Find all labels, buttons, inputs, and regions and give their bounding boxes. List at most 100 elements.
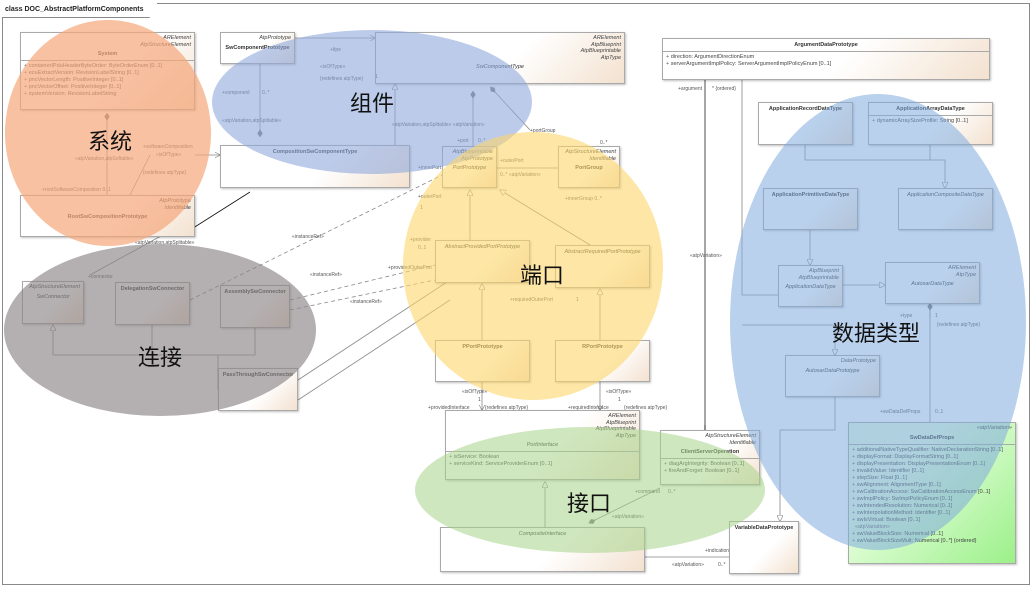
- diagram-frame: [2, 3, 1030, 585]
- association-label: 1: [576, 297, 579, 303]
- association-label: {redefines atpType}: [937, 322, 981, 328]
- association-label: +requiredOuterPort: [510, 297, 553, 303]
- class-name: ApplicationCompositeDataType: [907, 192, 984, 198]
- attribute: swInterpolationMethod: Identifier [0..1]: [852, 510, 1012, 517]
- class-name: RPortPrototype: [582, 344, 623, 350]
- class-name: ClientServerOperation: [680, 449, 740, 455]
- class-name: PortPrototype: [452, 165, 487, 171]
- attribute: swValueBlockSize: Numerical [0..1]: [852, 531, 1012, 538]
- class-attributes: additionalNativeTypeQualifier: NativeDec…: [849, 443, 1015, 547]
- association-label: {redefines atpType}: [624, 405, 668, 411]
- attribute: containerIPduHeaderByteOrder: ByteOrderE…: [24, 63, 191, 70]
- class-composite-interface[interactable]: CompositeInterface: [440, 527, 645, 572]
- class-name: AssemblySwConnector: [224, 289, 286, 295]
- attribute: systemVersion: RevisionLabelString: [24, 91, 191, 98]
- attribute: isService: Boolean: [449, 454, 636, 461]
- class-name: SwConnector: [36, 293, 70, 300]
- stereotype: AtpBlueprint: [591, 41, 621, 48]
- class-name: PassThroughSwConnector: [222, 372, 294, 378]
- class-delegation-sw-connector[interactable]: DelegationSwConnector: [115, 282, 190, 325]
- association-label: +outerPort: [500, 158, 524, 164]
- association-label: «isOfType»: [606, 389, 632, 395]
- class-argument-data-prototype[interactable]: ArgumentDataPrototypedirection: Argument…: [662, 38, 990, 80]
- stereotype: AtpBlueprintable: [452, 149, 493, 155]
- attribute: swValueBlockSizeMult: Numerical [0..*] {…: [852, 538, 1012, 545]
- zone-label-datatype: 数据类型: [832, 322, 921, 347]
- class-stereotypes: AtpPrototype: [221, 33, 294, 42]
- attribute: pncVectorOffset: PositiveInteger [0..1]: [24, 84, 191, 91]
- class-assembly-sw-connector[interactable]: AssemblySwConnector: [220, 285, 290, 328]
- class-variable-data-prototype[interactable]: VariableDataPrototype: [729, 521, 799, 574]
- class-name: PortInterface: [526, 442, 559, 448]
- class-abstract-required-port-prototype[interactable]: AbstractRequiredPortPrototype: [555, 245, 650, 288]
- attribute-group-heading: «atpVariation»: [855, 523, 891, 530]
- class-attributes: direction: ArgumentDirectionEnumserverAr…: [663, 51, 989, 70]
- class-abstract-provided-port-prototype[interactable]: AbstractProvidedPortPrototype: [435, 240, 530, 283]
- association-label: {redefines atpType}: [143, 170, 187, 176]
- attribute: pncVectorLength: PositiveInteger [0..1]: [24, 77, 191, 84]
- class-composition-sw-component-type[interactable]: CompositionSwComponentType: [220, 145, 410, 188]
- class-application-array-data-type[interactable]: ApplicationArrayDataTypedynamicArraySize…: [868, 102, 993, 145]
- class-attributes: diagArgIntegrity: Boolean [0..1]fireAndF…: [661, 458, 759, 477]
- class-rport-prototype[interactable]: RPortPrototype: [555, 340, 650, 382]
- association-label: * {ordered}: [712, 86, 736, 92]
- class-attributes: dynamicArraySizeProfile: String [0..1]: [869, 115, 992, 127]
- association-label: +swDataDefProps: [880, 409, 921, 415]
- association-label: 0..*: [668, 489, 676, 495]
- stereotype: AtpBlueprintable: [580, 48, 621, 54]
- attribute: displayFormat: DisplayFormatString [0..1…: [852, 454, 1012, 461]
- class-name: PortGroup: [575, 165, 603, 171]
- class-application-record-data-type[interactable]: ApplicationRecordDataType: [758, 102, 853, 145]
- association-label: «atpVariation,atpSplitable» «atpVariatio…: [392, 122, 485, 128]
- stereotype: AtpType: [600, 54, 621, 61]
- attribute: ecuExtractVersion: RevisionLabelString […: [24, 70, 191, 77]
- association-label: 0..*: [478, 138, 486, 144]
- attribute: stepSize: Float [0..1]: [852, 475, 1012, 482]
- class-application-composite-data-type[interactable]: ApplicationCompositeDataType: [898, 188, 993, 230]
- attribute: swCalibrationAccess: SwCalibrationAccess…: [852, 489, 1012, 496]
- attribute: swIntendedResolution: Numerical [0..1]: [852, 503, 1012, 510]
- class-pass-through-sw-connector[interactable]: PassThroughSwConnector: [218, 368, 298, 411]
- attribute: swAlignment: AlignmentType [0..1]: [852, 482, 1012, 489]
- association-label: +indication: [705, 548, 730, 554]
- class-attributes: isService: BooleanserviceKind: ServicePr…: [446, 451, 639, 470]
- stereotype: AtpStructureElement: [29, 284, 80, 290]
- zone-label-connector: 连接: [138, 346, 183, 371]
- attribute: fireAndForget: Boolean [0..1]: [664, 468, 756, 475]
- class-system[interactable]: ARElementAtpStructureElementSystemcontai…: [20, 32, 195, 110]
- class-name: AutosarDataType: [911, 281, 954, 287]
- zone-label-port: 端口: [520, 264, 565, 289]
- zone-label-system: 系统: [88, 130, 133, 155]
- association-label: 0..*: [718, 562, 726, 568]
- class-name: PPortPrototype: [462, 344, 503, 350]
- class-application-primitive-data-type[interactable]: ApplicationPrimitiveDataType: [763, 188, 858, 230]
- association-label: 0..*: [600, 140, 608, 146]
- class-name: SwDataDefProps: [909, 434, 955, 441]
- association-label: 1: [478, 397, 481, 403]
- association-label: +tlpe: [330, 47, 341, 53]
- class-stereotypes: DataPrototype: [786, 356, 879, 365]
- attribute: serviceKind: ServiceProviderEnum [0..1]: [449, 461, 636, 468]
- association-label: +providedInterface: [428, 405, 470, 411]
- association-label: «instanceRef»: [310, 272, 342, 278]
- association-label: 0..* «atpVariation»: [500, 172, 541, 178]
- association-label: +rootSoftwareComposition 0..1: [42, 187, 111, 193]
- stereotype: ARElement: [593, 35, 621, 41]
- class-sw-data-def-props[interactable]: «atpVariation» SwDataDefProps additionalNa…: [848, 422, 1016, 564]
- class-pport-prototype[interactable]: PPortPrototype: [435, 340, 530, 382]
